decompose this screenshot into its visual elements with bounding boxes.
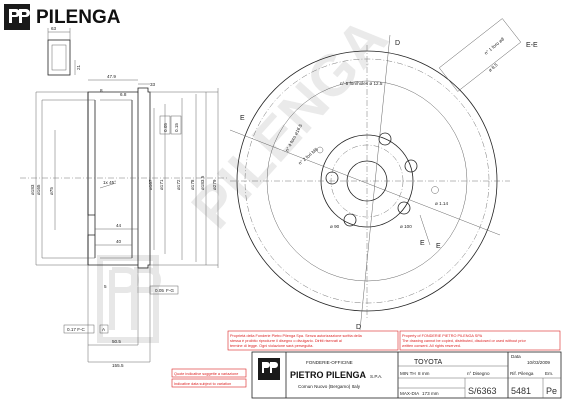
dim-155-5: 155.5 [112, 363, 124, 368]
application-name: TOYOTA [414, 359, 442, 366]
dia-mid-2: ø172 [176, 179, 181, 190]
drawing-no-label: n° Disegno [467, 371, 490, 376]
dia-mid-3: ø178 [190, 179, 195, 190]
red-note-left-2: termine di legge. Ogni violazione sarà p… [230, 344, 313, 348]
section-label-d-top: D [395, 40, 400, 47]
red-note-right-1: The drawing cannot be copied, distribute… [402, 339, 527, 343]
dim-44: 44 [116, 223, 122, 228]
red-note-box-right [399, 330, 561, 351]
red-small-box-1 [171, 368, 247, 378]
section-label-e-bottom: E [420, 240, 425, 247]
dia-mid-4: ø183.5 [200, 175, 205, 190]
dia-mid-5: ø279 [212, 179, 217, 190]
company-line-1: FONDERIE-OFFICINE [306, 360, 353, 365]
tolerance-1: 0.05 [163, 123, 168, 132]
gdt-small-ref: F-G [166, 288, 174, 293]
dia-left-2: ø75 [49, 187, 54, 195]
dia-mid-0: ø167 [148, 179, 153, 190]
date-value: 10/03/2009 [527, 360, 550, 365]
min-th-label: MIN TH [400, 371, 416, 376]
dim-21: 21 [76, 64, 81, 70]
front-view [229, 18, 522, 331]
dim-5: 5 [104, 284, 107, 289]
dim-33: 33 [150, 82, 156, 87]
title-block [251, 351, 562, 399]
brand-wordmark: PILENGA [36, 7, 121, 28]
min-th-value: 8 mm [418, 371, 430, 376]
gdt-small-value: 0.05 [155, 288, 164, 293]
ref-value: 5481 [511, 386, 531, 396]
red-note-right-2: written consent. All rights reserved. [402, 344, 461, 348]
date-label: Data [511, 354, 521, 359]
dim-6-8: 6.8 [120, 92, 127, 97]
tolerance-2: 0.15 [174, 123, 179, 132]
section-label-d-bottom: D [356, 324, 361, 331]
section-ee-title: E-E [526, 42, 538, 49]
red-note-box-left [227, 330, 399, 351]
max-dia-label: MAX-DIA [400, 391, 420, 396]
dia-left-1: ø165 [36, 184, 41, 195]
pilenga-logo [4, 4, 30, 30]
red-note-left-1: stessa è proibito riprodurre il disegno … [230, 339, 342, 343]
red-small-note-2: Indicative data subject to variation [174, 382, 231, 386]
right-dia-2: ø 100 [400, 224, 412, 229]
section-label-e-right: E [436, 243, 441, 250]
chamfer-label: 1x 45° [103, 180, 116, 185]
ee-label-2: ø 8.5 [487, 62, 499, 73]
red-note-left-0: Proprietà della Fonderie Pietro Pilenga … [230, 334, 363, 338]
red-small-note-1: Quote indicative soggette a variazione [174, 372, 238, 376]
rev-label: Em. [545, 371, 553, 376]
dia-mid-1: ø171 [159, 179, 164, 190]
gdt-frame-value: 0.17 F-C [67, 327, 86, 332]
dia-left-0: ø183 [30, 184, 35, 195]
dim-63: 63 [51, 26, 57, 31]
company-line-3: Comun Nuovo (Bergamo) Italy [298, 384, 361, 389]
company-line-2: PIETRO PILENGA [290, 370, 367, 380]
ee-label-1: n° 1 foro ø8 [483, 36, 505, 56]
red-note-right-0: Property of FONDERIE PIETRO PILENGA SPA [402, 334, 483, 338]
dim-40: 40 [116, 239, 122, 244]
watermark-logo-left [97, 255, 161, 343]
section-label-e-left: E [240, 115, 245, 122]
gdt-datum-a: A [102, 327, 106, 332]
ref-label: Rif. Pilenga [510, 371, 534, 376]
dim-8: 8 [100, 88, 103, 93]
holes-label: n° 5 fori/holes ø 12.5 [340, 81, 383, 86]
dim-50-5: 50.5 [112, 339, 121, 344]
section-view [20, 28, 228, 363]
pcd-label: ø 1.14 [435, 201, 448, 206]
rev-value: Pe [546, 386, 557, 396]
drawing-no-value: S/6363 [468, 386, 497, 396]
red-small-box-2 [171, 378, 247, 388]
right-dia-1: ø 90 [330, 224, 340, 229]
dim-47-9: 47.9 [107, 74, 116, 79]
max-dia-value: 173 mm [422, 391, 439, 396]
company-suffix: S.P.A. [370, 374, 382, 379]
